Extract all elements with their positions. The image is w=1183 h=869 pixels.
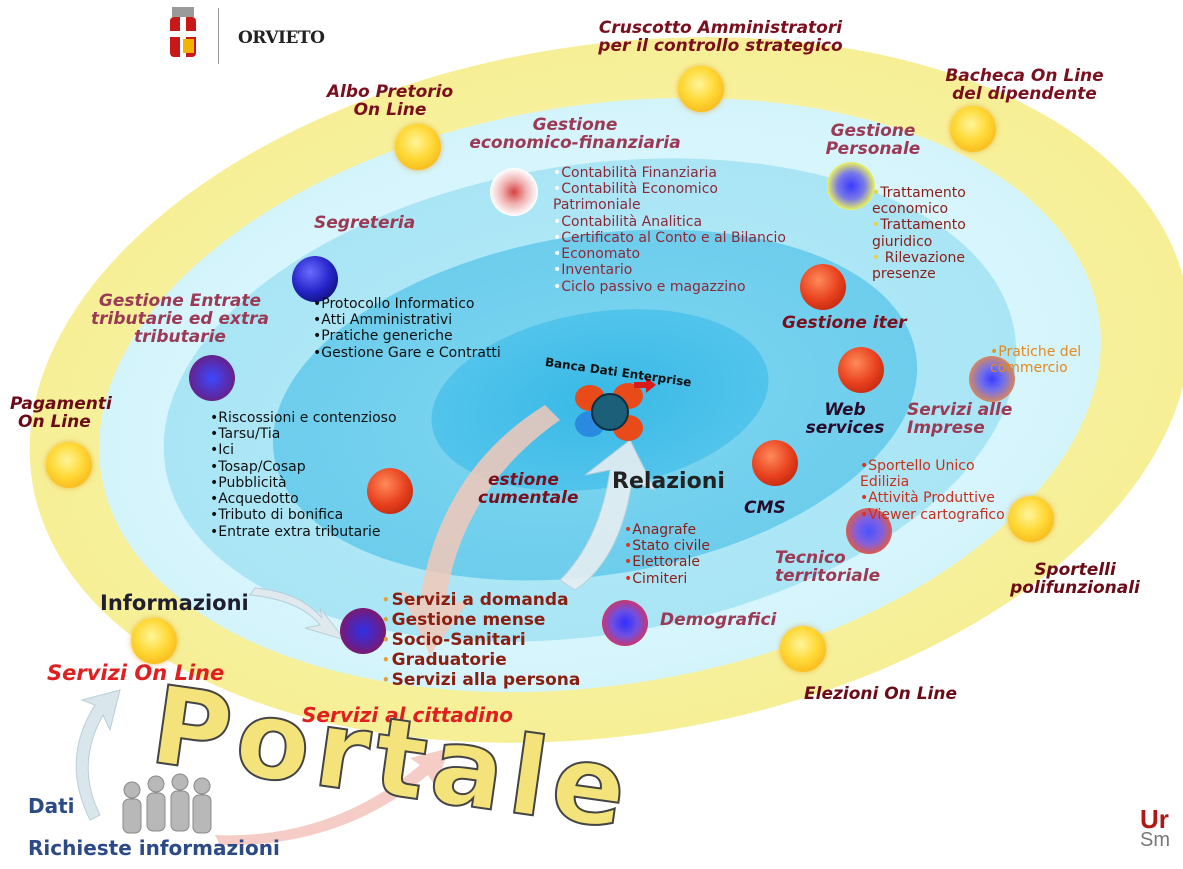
sun-icon-elezioni [780, 626, 826, 672]
label-gestione-iter: Gestione iter [782, 313, 907, 333]
label-relazioni: Relazioni [612, 469, 725, 494]
label-servizi-cittadino: Servizi al cittadino [302, 703, 513, 727]
sun-icon-informazioni [131, 618, 177, 664]
econ-ball-icon [490, 168, 538, 216]
iter-ball-icon [800, 264, 846, 310]
list-cittadino: Servizi a domanda Gestione mense Socio-S… [382, 590, 581, 690]
list-econ: Contabilità Finanziaria Contabilità Econ… [553, 165, 793, 295]
label-dati: Dati [28, 794, 75, 818]
sun-icon-albo [395, 124, 441, 170]
list-personale: Trattamento economico Trattamento giurid… [872, 185, 1002, 282]
orvieto-logo: ORVIETO [238, 28, 325, 48]
sun-icon-bacheca [950, 106, 996, 152]
webservices-ball-icon [838, 347, 884, 393]
sun-icon-sportelli [1008, 496, 1054, 542]
corner-brand-logo: Ur Sm [1140, 804, 1170, 852]
label-demografici: Demografici [660, 610, 777, 630]
list-tecnico: Sportello Unico Edilizia Attività Produt… [860, 458, 1008, 523]
segreteria-ball-icon [292, 256, 338, 302]
list-demografici: Anagrafe Stato civile Elettorale Cimiter… [624, 522, 754, 587]
logo-divider [218, 8, 219, 64]
label-segreteria: Segreteria [314, 213, 416, 233]
sun-icon-cruscotto [678, 66, 724, 112]
demografici-ball-icon [602, 600, 648, 646]
coat-of-arms-logo [166, 5, 200, 63]
label-richieste: Richieste informazioni [28, 836, 280, 860]
personale-ball-icon [827, 162, 875, 210]
cittadino-ball-icon [340, 608, 386, 654]
cms-ball-icon [752, 440, 798, 486]
list-imprese: Pratiche del commercio [990, 344, 1120, 376]
label-informazioni: Informazioni [100, 591, 249, 615]
label-cms: CMS [744, 498, 786, 518]
list-segreteria: Protocollo Informatico Atti Amministrati… [313, 296, 513, 361]
people-group-icon [122, 773, 212, 834]
database-icon [575, 377, 656, 441]
sun-icon-pagamenti [46, 442, 92, 488]
entrate-ball-icon [189, 355, 235, 401]
label-servizi-online: Servizi On Line [47, 661, 225, 685]
list-entrate: Riscossioni e contenzioso Tarsu/Tia Ici … [210, 410, 440, 540]
label-elezioni: Elezioni On Line [804, 684, 957, 704]
